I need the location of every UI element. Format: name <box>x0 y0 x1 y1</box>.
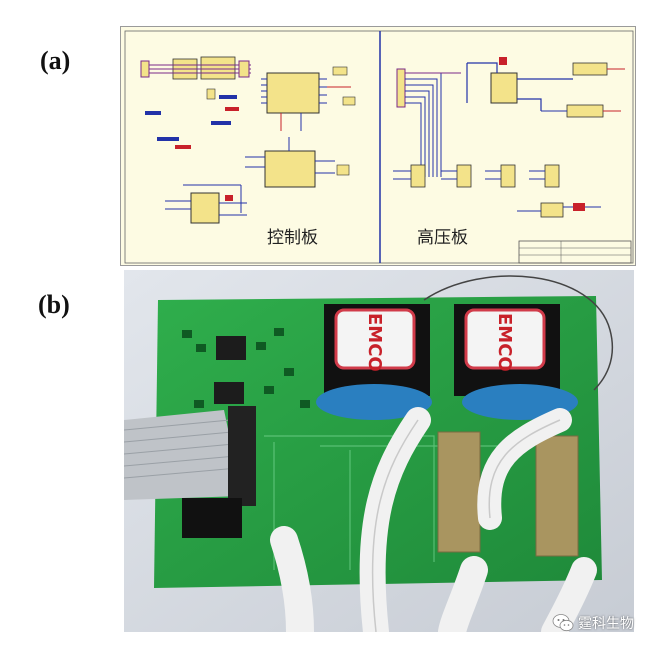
panel-label-a: (a) <box>40 46 71 75</box>
hv-ic-row <box>393 164 560 188</box>
title-block <box>518 240 632 264</box>
pcb-photo-drawing: EMCO EMCO <box>124 270 634 632</box>
emco-module-right: EMCO <box>454 304 560 396</box>
watermark-text: 霆科生物 <box>578 616 634 632</box>
emco-label: EMCO <box>364 313 385 372</box>
ic-chip <box>214 382 244 404</box>
emco-label: EMCO <box>494 313 515 372</box>
relay <box>437 431 481 553</box>
watermark: 霆科生物 <box>552 612 634 634</box>
wechat-icon <box>552 614 574 632</box>
high-voltage-board-caption: 高压板 <box>417 228 468 248</box>
ribbon-cable <box>124 406 256 506</box>
connector-block <box>182 498 242 538</box>
blue-capacitor <box>316 384 432 420</box>
control-board-layout <box>140 56 356 224</box>
relay <box>535 435 579 557</box>
emco-module-left: EMCO <box>324 304 430 396</box>
blue-capacitor <box>462 384 578 420</box>
ic-chip <box>216 336 246 360</box>
control-board-caption: 控制板 <box>267 228 318 248</box>
pcb-photo: EMCO EMCO <box>124 270 634 632</box>
panel-label-b: (b) <box>38 290 70 319</box>
pcb-layout-schematic: 控制板 高压板 <box>120 26 636 266</box>
high-voltage-board-layout <box>393 57 625 218</box>
schematic-drawing <box>124 30 634 264</box>
